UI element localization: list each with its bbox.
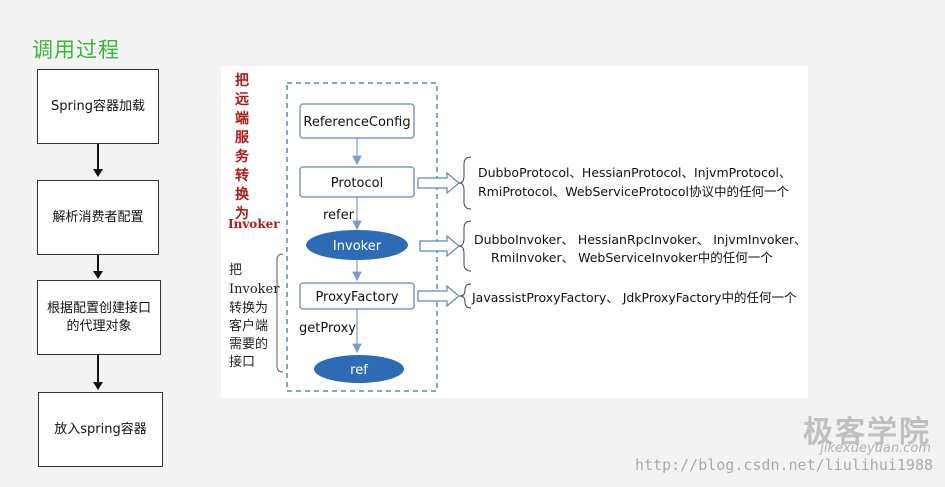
caption-char: 为: [235, 205, 249, 222]
caption-line: 客户端: [229, 318, 268, 334]
invoker-note-line1: DubboInvoker、 HessianRpcInvoker、 InjvmIn…: [474, 232, 807, 247]
ref-label: ref: [350, 363, 368, 378]
invoker-diagram-panel: 把 远 端 服 务 转 换 为 Invoker 把 Invoker 转换为 客户…: [221, 66, 808, 398]
invoker-node: [306, 230, 408, 260]
get-proxy-label: getProxy: [299, 321, 356, 336]
caption-word: Invoker: [228, 217, 280, 231]
caption-char: 转: [235, 167, 249, 184]
protocol-arrow: [417, 171, 460, 195]
invoker-note-line2: RmiInvoker、 WebServiceInvoker中的任何一个: [491, 250, 773, 265]
invoker-arrow: [419, 234, 460, 258]
caption-char: 务: [235, 148, 250, 165]
process-dashed-frame: [286, 82, 438, 392]
caption-char: 把: [235, 72, 249, 89]
flow-arrowhead: [93, 169, 103, 177]
ref-node: [314, 355, 404, 383]
proxy-note-line1: JavassistProxyFactory、 JdkProxyFactory中的…: [471, 290, 797, 305]
caption-char: 换: [235, 186, 250, 203]
bracket: [276, 253, 284, 373]
caption-char: 端: [235, 110, 249, 127]
flow-arrowhead: [93, 271, 103, 279]
caption-remote-to-invoker: 把 远 端 服 务 转 换 为 Invoker: [228, 72, 280, 231]
brace: [458, 220, 472, 272]
flow-connector: [97, 144, 99, 169]
page-title: 调用过程: [32, 38, 120, 62]
flow-step-spring-load: Spring容器加载: [37, 69, 159, 144]
brace: [459, 283, 472, 309]
caption-line: Invoker: [229, 282, 280, 297]
proxy-factory-arrow: [417, 284, 460, 308]
protocol-note-line2: RmiProtocol、WebServiceProtocol协议中的任何一个: [478, 184, 790, 199]
protocol-label: Protocol: [331, 176, 383, 191]
caption-line: 转换为: [229, 301, 268, 316]
flow-step-put-container: 放入spring容器: [38, 392, 163, 467]
proxy-factory-label: ProxyFactory: [315, 290, 398, 305]
caption-char: 远: [235, 92, 249, 108]
caption-line: 把: [229, 263, 242, 278]
caption-line: 需要的: [229, 336, 268, 352]
brace: [458, 156, 472, 210]
refer-label: refer: [323, 208, 355, 223]
invoker-label: Invoker: [333, 239, 382, 254]
flow-step-parse-config: 解析消费者配置: [37, 180, 159, 255]
reference-config-label: ReferenceConfig: [303, 115, 410, 130]
flow-connector: [97, 255, 99, 271]
flow-connector: [97, 355, 99, 382]
caption-invoker-to-interface: 把 Invoker 转换为 客户端 需要的 接口: [229, 263, 280, 370]
caption-char: 服: [235, 130, 250, 146]
watermark-logo: 极客学院: [803, 415, 931, 450]
protocol-note-line1: DubboProtocol、HessianProtocol、InjvmProto…: [478, 165, 792, 180]
caption-line: 接口: [229, 354, 255, 370]
watermark-url: http://blog.csdn.net/liulihui1988: [634, 456, 933, 474]
flow-step-create-proxy: 根据配置创建接口的代理对象: [37, 280, 161, 355]
invoker-diagram: 把 远 端 服 务 转 换 为 Invoker 把 Invoker 转换为 客户…: [228, 72, 807, 392]
flow-arrowhead: [93, 382, 103, 390]
watermark-site: jikexueyuan.com: [820, 441, 931, 456]
